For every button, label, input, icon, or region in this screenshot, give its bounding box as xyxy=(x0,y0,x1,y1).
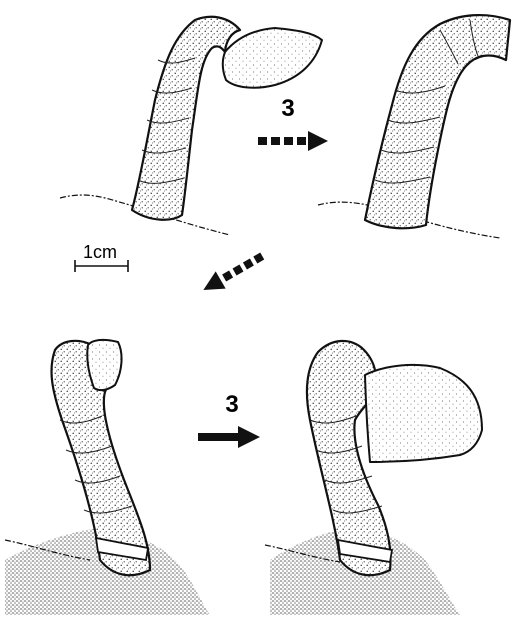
scale-bar-label: 1cm xyxy=(83,242,117,262)
polyp-stem xyxy=(365,15,510,228)
panel-bottom-right xyxy=(265,341,482,615)
panel-bottom-left xyxy=(5,340,210,615)
oral-disc xyxy=(223,28,322,88)
step-arrow-2: 3 xyxy=(198,391,260,448)
panel-top-right xyxy=(318,15,510,238)
dashed-arrow-right xyxy=(258,131,328,151)
scale-bar: 1cm xyxy=(75,242,128,272)
oral-disc xyxy=(365,365,482,462)
step-label-2: 3 xyxy=(225,391,238,418)
tentacle-crown xyxy=(87,340,121,390)
dashed-arrow-diagonal xyxy=(198,247,267,298)
solid-arrow-right xyxy=(198,426,260,448)
step-arrow-1: 3 xyxy=(258,95,328,151)
panel-top-left xyxy=(60,17,322,235)
step-label-1: 3 xyxy=(281,95,294,122)
